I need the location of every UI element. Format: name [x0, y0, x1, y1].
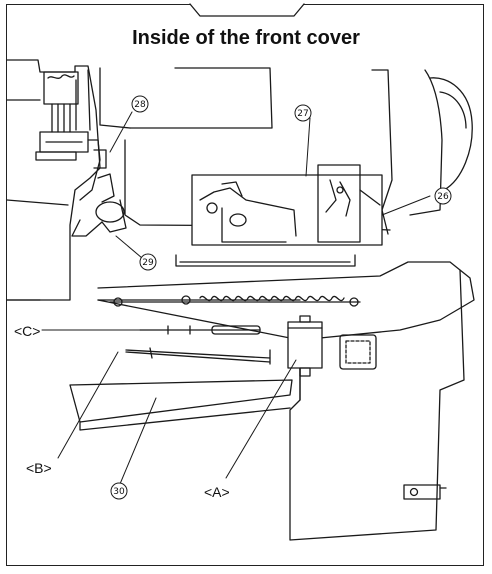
leader-b: [57, 351, 119, 459]
inset-box: [191, 164, 383, 246]
callout-28-circle: [131, 95, 149, 113]
lower-tray: [97, 254, 475, 341]
label-b: <B>: [26, 460, 52, 476]
screwdriver-c: [139, 325, 261, 335]
label-a: <A>: [204, 484, 230, 500]
side-cap: [403, 484, 447, 500]
callout-27: 27: [297, 109, 308, 119]
leader-a: [225, 359, 297, 479]
presser-foot: [35, 71, 89, 161]
leader-28: [109, 111, 133, 153]
callout-26-circle: [434, 187, 452, 205]
callout-28: 28: [134, 100, 146, 110]
tweezers-b: [125, 347, 271, 365]
callout-26: 26: [437, 192, 449, 202]
callout-29: 29: [142, 258, 154, 268]
leader-26: [381, 195, 431, 216]
callout-29-circle: [139, 253, 157, 271]
figure-title: Inside of the front cover: [132, 27, 360, 49]
callout-circles: [110, 95, 452, 500]
label-c: <C>: [14, 323, 40, 339]
looper-assembly: [71, 139, 127, 237]
accessory-case-a: [287, 315, 323, 377]
callout-27-circle: [294, 104, 312, 122]
leader-29: [115, 235, 143, 259]
left-machine-body: [6, 59, 101, 301]
callout-30: 30: [113, 487, 125, 497]
leader-lines: [41, 111, 431, 485]
spring-bar: [109, 295, 361, 307]
frame-tab: [189, 3, 305, 17]
leader-30: [119, 397, 157, 485]
callout-30-circle: [110, 482, 128, 500]
leader-27: [305, 117, 311, 177]
